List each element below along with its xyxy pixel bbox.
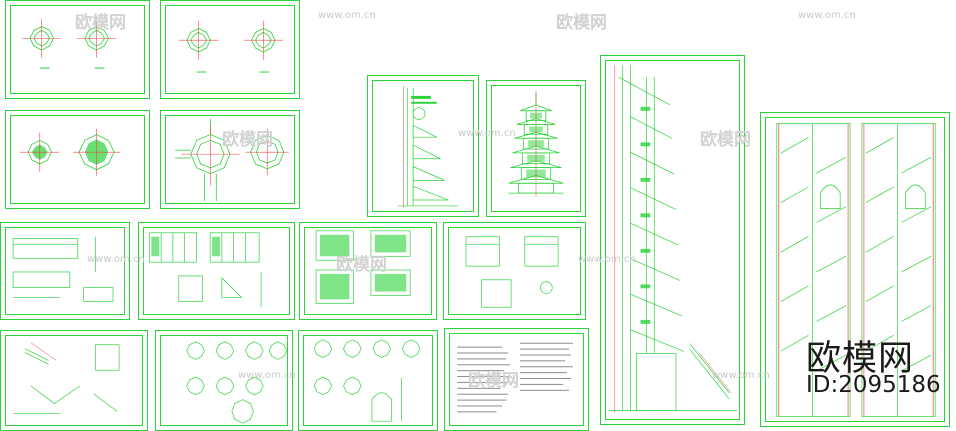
column-plan-details [186, 341, 288, 424]
octagon-plans [22, 18, 117, 69]
drawing-sheet-stair-sections [760, 112, 950, 427]
octagon-site-plans [175, 118, 289, 202]
drawing-sheet-detail-7 [298, 330, 438, 431]
asset-id: ID:2095186 [806, 372, 941, 398]
drawing-sheet-detail-4 [443, 222, 586, 320]
watermark-logo: 欧模网 [556, 13, 607, 33]
column-plan-details [313, 339, 421, 422]
drawing-sheet-design-notes [444, 328, 589, 431]
stair-section-drawing [776, 123, 936, 417]
drawing-sheet-long-section [600, 55, 745, 425]
octagon-plans [179, 20, 283, 73]
drawing-sheet-detail-3 [299, 222, 437, 320]
octagon-plans [20, 128, 121, 176]
design-notes-text-lines [457, 342, 573, 413]
watermark-url: www.om.cn [798, 10, 856, 21]
drawing-sheet-detail-5 [0, 330, 148, 431]
gate-details [465, 236, 559, 308]
pagoda-elevation-drawing [508, 91, 564, 198]
drawing-sheet-plan-1 [5, 0, 150, 99]
tower-section-drawing [397, 86, 459, 208]
drawing-sheet-plan-4 [160, 110, 300, 209]
drawing-sheet-pagoda-elevation [486, 80, 586, 217]
brand-logo-text: 欧模网 [806, 339, 915, 379]
drawing-sheet-plan-2 [160, 0, 300, 99]
drawing-sheet-detail-2 [138, 222, 295, 320]
elevation-details [149, 232, 262, 308]
drawing-sheet-detail-6 [155, 330, 293, 431]
drawing-sheet-plan-3 [5, 110, 150, 209]
long-section-drawing [608, 65, 738, 413]
drawing-sheet-tower-section [367, 75, 479, 217]
railing-details [12, 236, 114, 302]
drawing-sheet-detail-1 [0, 222, 130, 320]
stair-details [13, 342, 120, 414]
facade-details [315, 230, 411, 304]
watermark-url: www.om.cn [318, 10, 376, 21]
